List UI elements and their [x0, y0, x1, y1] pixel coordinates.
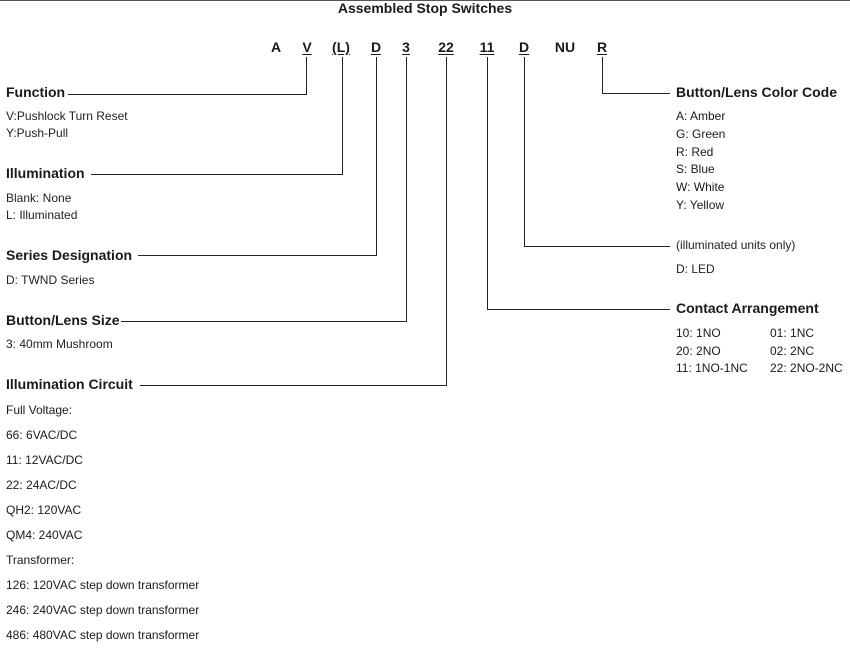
connector-illumination-h [91, 174, 343, 175]
connector-series-v [376, 57, 377, 256]
code-part: 3 [402, 39, 410, 55]
contact-option: 01: 1NC [770, 326, 815, 340]
color-option: Y: Yellow [676, 197, 725, 212]
circuit-option: Full Voltage: [6, 403, 73, 417]
color-heading: Button/Lens Color Code [676, 84, 837, 100]
connector-size-h [121, 321, 407, 322]
series-option: D: TWND Series [6, 273, 95, 287]
contact-option: 22: 2NO-2NC [770, 361, 843, 375]
connector-circuit-v [446, 57, 447, 385]
connector-circuit-h [140, 385, 447, 386]
color-option: W: White [676, 180, 725, 195]
code-part: 22 [438, 39, 454, 55]
circuit-option: 22: 24AC/DC [6, 478, 77, 492]
top-border [0, 0, 850, 1]
circuit-option: 126: 120VAC step down transformer [6, 578, 200, 592]
diagram-title: Assembled Stop Switches [337, 0, 513, 16]
code-part: R [596, 39, 608, 55]
illumination-heading: Illumination [6, 165, 85, 181]
connector-contact-v [487, 57, 488, 309]
circuit-option: 66: 6VAC/DC [6, 428, 78, 442]
color-option: G: Green [676, 126, 726, 141]
function-option: Y:Push-Pull [6, 126, 69, 140]
contact-option: 20: 2NO [676, 343, 721, 358]
size-option: 3: 40mm Mushroom [6, 337, 113, 351]
connector-contact-h [487, 309, 670, 310]
contact-heading: Contact Arrangement [676, 300, 819, 316]
connector-series-h [138, 255, 377, 256]
circuit-option: 246: 240VAC step down transformer [6, 603, 200, 617]
illumination-option: L: Illuminated [6, 208, 78, 222]
code-part: V [302, 39, 312, 55]
size-heading: Button/Lens Size [6, 312, 120, 328]
connector-illumination-v [342, 57, 343, 174]
led-option: D: LED [676, 262, 715, 276]
function-heading: Function [6, 84, 66, 100]
code-part: NU [554, 39, 576, 55]
code-part: D [518, 39, 530, 55]
code-part: (L) [332, 39, 350, 55]
circuit-option: QH2: 120VAC [6, 503, 82, 517]
code-part: D [370, 39, 382, 55]
led-note: (illuminated units only) [676, 238, 796, 252]
color-option: A: Amber [676, 109, 726, 123]
circuit-list: Full Voltage: 66: 6VAC/DC 11: 12VAC/DC 2… [6, 398, 199, 648]
circuit-option: 11: 12VAC/DC [6, 453, 83, 467]
connector-function-v [306, 57, 307, 94]
illumination-option: Blank: None [6, 191, 72, 205]
connector-function-h [68, 94, 307, 95]
connector-color-h [602, 93, 670, 94]
color-option: R: Red [676, 144, 714, 159]
contact-option: 10: 1NO [676, 326, 721, 340]
connector-size-v [406, 57, 407, 321]
code-part: 11 [479, 39, 495, 55]
series-heading: Series Designation [6, 247, 133, 263]
function-option: V:Pushlock Turn Reset [6, 109, 128, 123]
contact-option: 02: 2NC [770, 343, 815, 358]
connector-led-h [524, 246, 670, 247]
connector-led-v [524, 57, 525, 246]
color-option: S: Blue [676, 162, 715, 177]
contact-option: 11: 1NO-1NC [676, 361, 748, 375]
color-list: A: Amber G: Green R: Red S: Blue W: Whit… [676, 108, 725, 215]
circuit-heading: Illumination Circuit [6, 376, 133, 392]
circuit-option: 486: 480VAC step down transformer [6, 628, 200, 642]
circuit-option: QM4: 240VAC [6, 528, 83, 542]
code-part: A [270, 39, 282, 55]
connector-color-v [602, 57, 603, 93]
circuit-option: Transformer: [6, 553, 75, 567]
contact-grid: 10: 1NO 01: 1NC 20: 2NO 02: 2NC 11: 1NO-… [676, 325, 850, 378]
